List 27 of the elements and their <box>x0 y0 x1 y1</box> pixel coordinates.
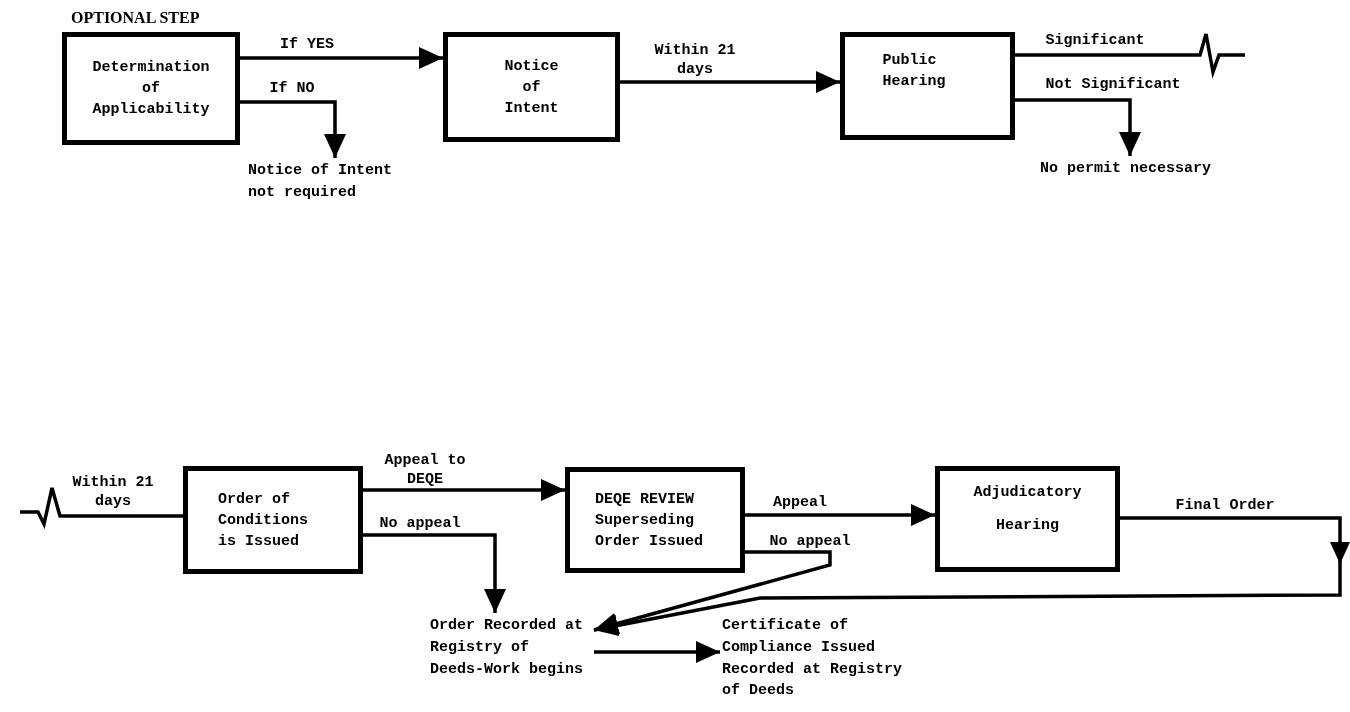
step-heading: OPTIONAL STEP <box>71 9 200 27</box>
box-text: Adjudicatory Hearing <box>972 483 1083 536</box>
note-text: Notice of Intent not required <box>248 160 408 204</box>
box-text: Notice of Intent <box>503 56 560 119</box>
process-box <box>443 32 620 142</box>
edge-label: Final Order <box>1174 497 1276 516</box>
note-text: Order Recorded at Registry of Deeds-Work begins <box>430 615 592 681</box>
edge-label: Appeal to DEQE <box>383 452 467 490</box>
box-text: DEQE REVIEW Superseding Order Issued <box>595 489 705 552</box>
edge-label: Appeal <box>772 494 828 513</box>
edge-label: No appeal <box>378 515 462 534</box>
box-text: Public Hearing <box>882 51 947 92</box>
edge-label: Within 21 days <box>71 474 155 512</box>
edge-label: No appeal <box>768 533 852 552</box>
process-box <box>183 466 363 574</box>
edge-label: If YES <box>279 36 335 55</box>
box-text: Order of Conditions is Issued <box>218 489 309 552</box>
edge-label: Significant <box>1044 32 1146 51</box>
process-box <box>935 466 1120 572</box>
box-text: Determination of Applicability <box>91 58 211 120</box>
edge-label: If NO <box>268 80 316 99</box>
edge-label: Within 21 days <box>653 42 737 80</box>
process-box <box>565 467 745 573</box>
note-text: No permit necessary <box>1040 158 1250 180</box>
note-text: Certificate of Compliance Issued Recorded at Registry of Deeds <box>722 615 914 702</box>
process-box <box>840 32 1015 140</box>
edge-label: Not Significant <box>1044 76 1182 95</box>
